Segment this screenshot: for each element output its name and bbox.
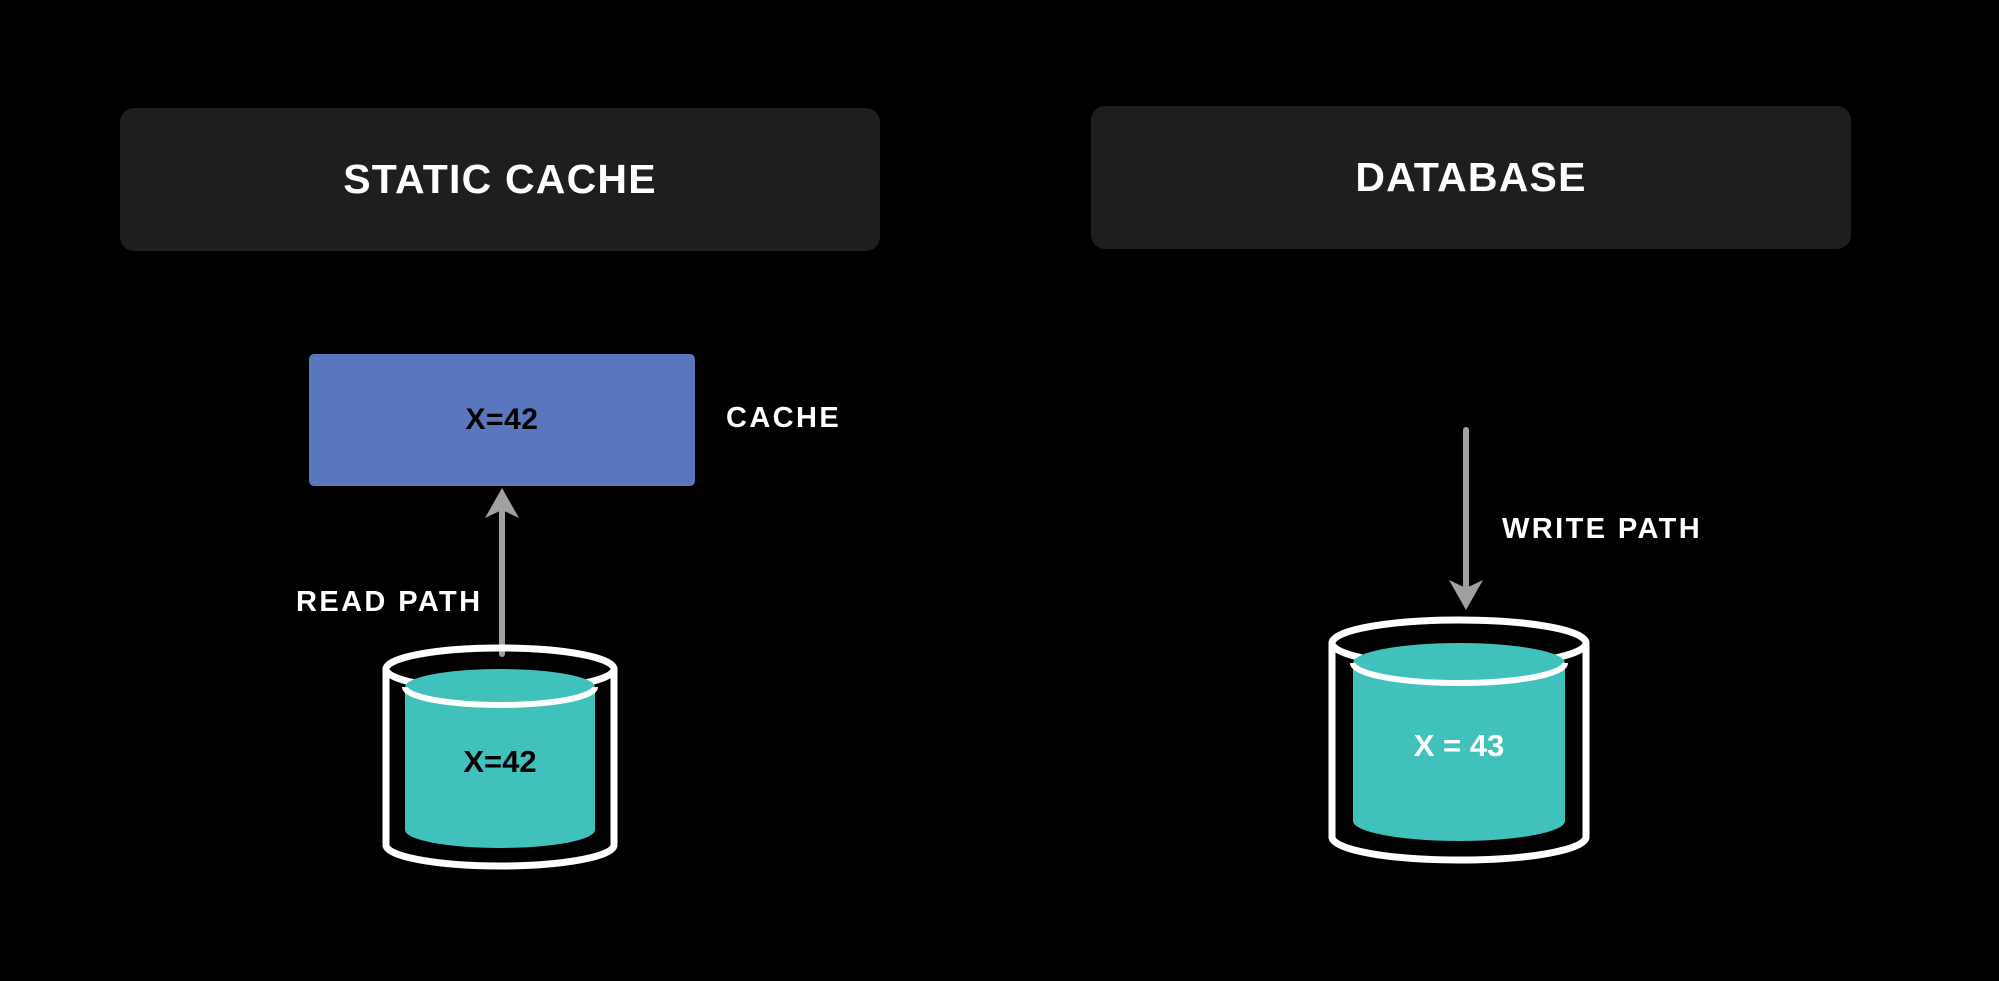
write-path-label: WRITE PATH [1502, 513, 1703, 545]
panel-title-static-cache: STATIC CACHE [343, 156, 657, 202]
cache-box: X=42 [309, 354, 695, 486]
cylinder-left-value: X=42 [463, 744, 536, 779]
cylinder-right-outer-bottom [1328, 833, 1590, 864]
cylinder-left-outer-bottom [382, 841, 618, 870]
cylinder-right-value: X = 43 [1414, 728, 1505, 763]
cylinder-left-fill-top [405, 669, 595, 705]
database-cylinder-left: X=42 [382, 644, 618, 870]
cylinder-left-fill-body [405, 687, 595, 848]
panel-title-database: DATABASE [1355, 154, 1587, 200]
cache-box-value: X=42 [465, 403, 539, 436]
read-path-label: READ PATH [296, 586, 483, 618]
database-cylinder-right: X = 43 [1328, 616, 1590, 864]
panel-header-database: DATABASE [1091, 106, 1851, 249]
cache-side-label: CACHE [726, 402, 842, 434]
panel-header-static-cache: STATIC CACHE [120, 108, 880, 251]
cylinder-right-fill-body [1353, 663, 1565, 841]
read-path-arrow-icon [485, 488, 519, 657]
cylinder-left-inner-rim [402, 686, 598, 708]
write-path-arrow-icon [1449, 427, 1483, 610]
cylinder-right-inner-rim [1350, 662, 1568, 686]
cylinder-right-fill-top [1353, 643, 1565, 683]
